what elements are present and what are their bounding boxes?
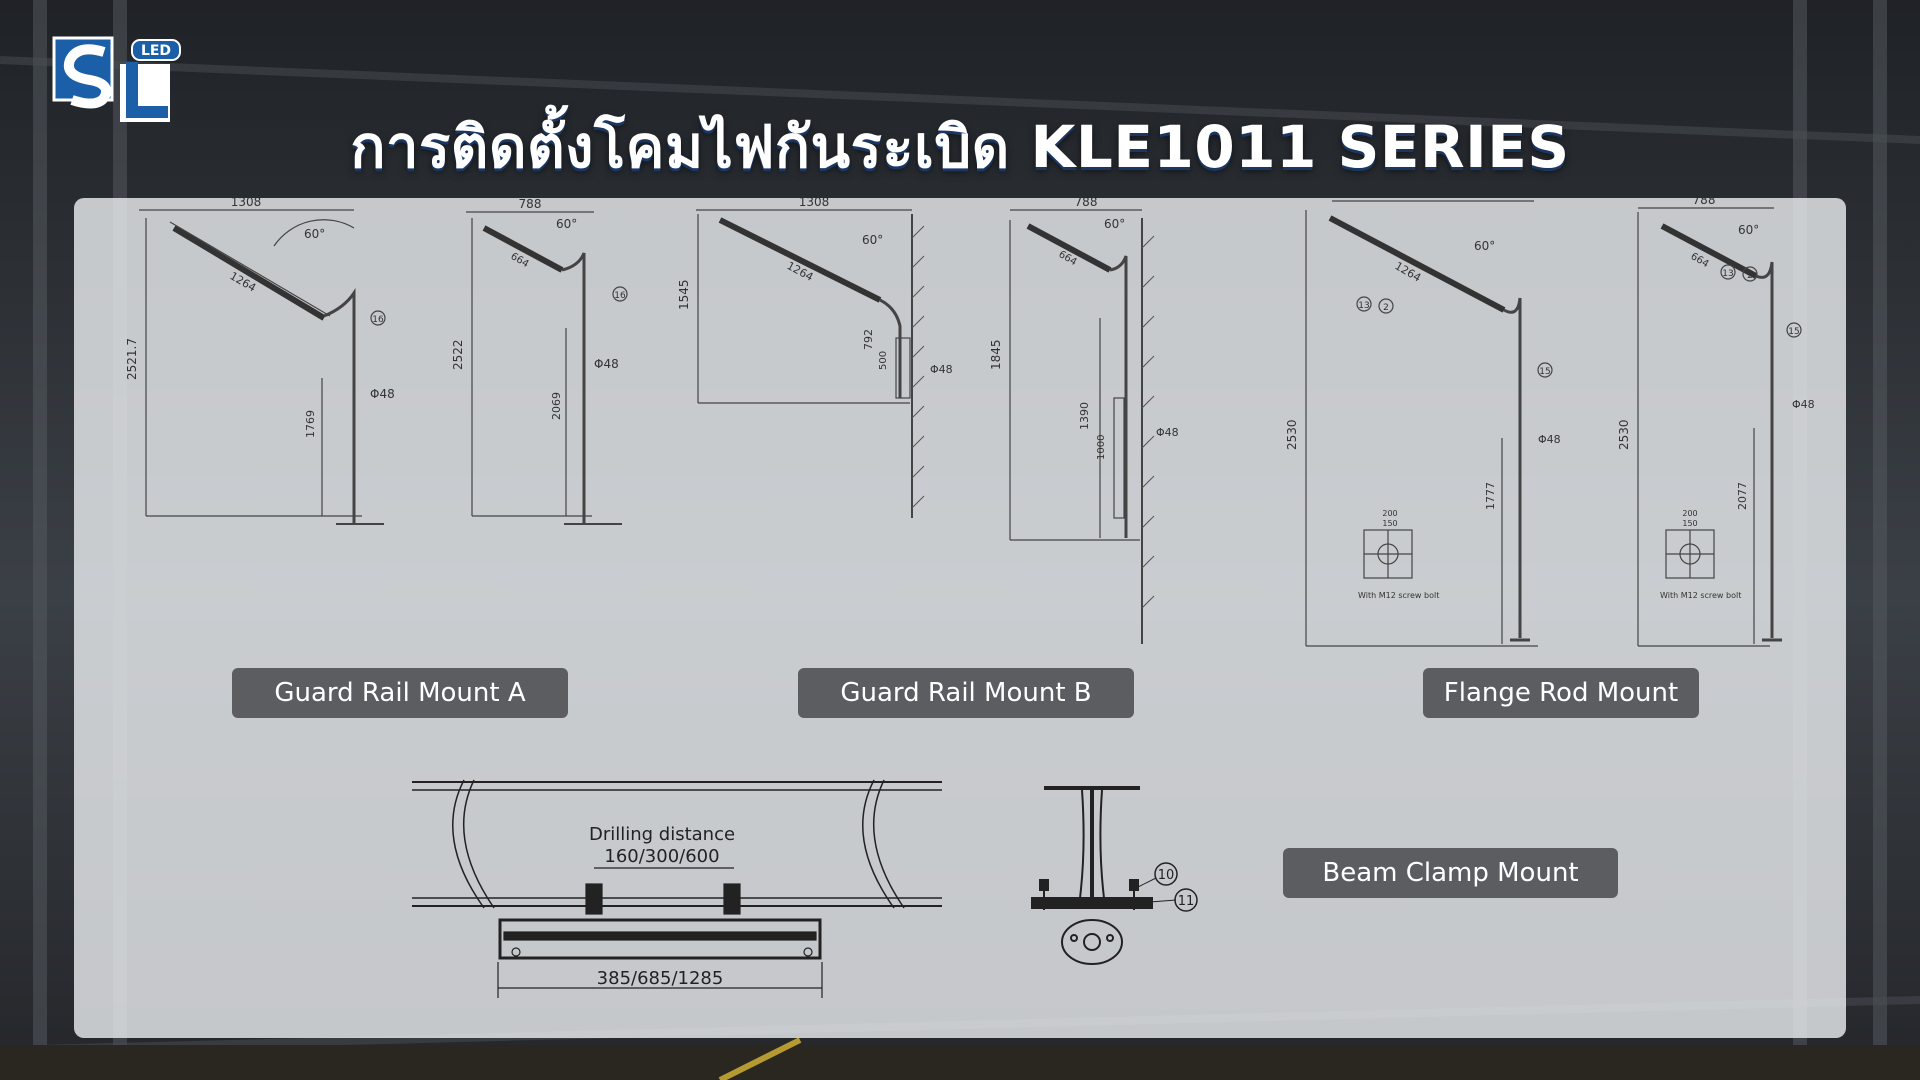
svg-text:200: 200 xyxy=(1682,509,1697,518)
page-title: การติดตั้งโคมไฟกันระเบิด KLE1011 SERIES xyxy=(350,113,1570,181)
svg-text:200: 200 xyxy=(1382,509,1397,518)
label-guard-rail-mount-b: Guard Rail Mount B xyxy=(798,668,1134,718)
svg-text:2069: 2069 xyxy=(550,392,563,420)
svg-text:16: 16 xyxy=(372,315,384,325)
svg-text:10: 10 xyxy=(1158,868,1175,883)
svg-text:60°: 60° xyxy=(304,227,325,241)
svg-text:Φ48: Φ48 xyxy=(1156,426,1179,439)
drawing-flange-rod-short: 788 2530 664 60° Φ48 2077 15 13 2 200 15… xyxy=(1617,198,1815,647)
svg-text:Φ48: Φ48 xyxy=(1538,433,1561,446)
drawing-guard-rail-a: 1308 2521.7 1264 60° 1769 Φ48 16 xyxy=(125,198,395,525)
svg-text:500: 500 xyxy=(878,351,889,370)
svg-text:15: 15 xyxy=(1788,327,1799,337)
drawing-guard-rail-b: 1308 1545 1264 60° 792 500 Φ48 xyxy=(677,198,953,518)
svg-text:150: 150 xyxy=(1382,519,1397,528)
label-beam-clamp-mount: Beam Clamp Mount xyxy=(1283,848,1618,898)
svg-text:1308: 1308 xyxy=(1419,198,1450,200)
svg-text:16: 16 xyxy=(614,291,626,301)
drawing-flange-rod: 1308 2530 1264 60° Φ48 1777 15 13 2 200 … xyxy=(1285,198,1561,647)
svg-text:1308: 1308 xyxy=(231,198,262,209)
svg-text:2530: 2530 xyxy=(1617,419,1631,450)
svg-text:60°: 60° xyxy=(1104,217,1125,231)
svg-text:2521.7: 2521.7 xyxy=(125,338,139,380)
svg-text:60°: 60° xyxy=(556,217,577,231)
sl-led-logo: LED xyxy=(52,36,181,122)
svg-text:60°: 60° xyxy=(1738,223,1759,237)
svg-text:1777: 1777 xyxy=(1484,482,1497,510)
svg-text:60°: 60° xyxy=(862,233,883,247)
svg-text:788: 788 xyxy=(1075,198,1098,209)
label-guard-rail-mount-a: Guard Rail Mount A xyxy=(232,668,568,718)
svg-text:2522: 2522 xyxy=(451,339,465,370)
svg-text:15: 15 xyxy=(1539,367,1550,377)
svg-text:1390: 1390 xyxy=(1078,402,1091,430)
svg-text:Φ48: Φ48 xyxy=(594,357,619,371)
svg-text:Φ48: Φ48 xyxy=(1792,398,1815,411)
logo-led-text: LED xyxy=(141,43,171,59)
svg-text:792: 792 xyxy=(862,329,875,350)
svg-text:2530: 2530 xyxy=(1285,419,1299,450)
svg-text:2: 2 xyxy=(1747,271,1753,281)
svg-text:With M12 screw bolt: With M12 screw bolt xyxy=(1358,591,1439,600)
svg-text:2: 2 xyxy=(1383,303,1389,313)
drilling-title: Drilling distance xyxy=(589,824,735,845)
svg-text:788: 788 xyxy=(519,198,542,211)
label-flange-rod-mount: Flange Rod Mount xyxy=(1423,668,1699,718)
mounting-drawings: 1308 2521.7 1264 60° 1769 Φ48 16 788 252… xyxy=(125,198,1815,998)
svg-text:13: 13 xyxy=(1358,301,1369,311)
svg-text:150: 150 xyxy=(1682,519,1697,528)
svg-text:13: 13 xyxy=(1722,269,1733,279)
svg-text:1545: 1545 xyxy=(677,279,691,310)
svg-text:664: 664 xyxy=(1689,251,1711,270)
svg-text:1845: 1845 xyxy=(989,339,1003,370)
drawing-guard-rail-b-short: 788 1845 664 60° 1390 1000 Φ48 xyxy=(989,198,1179,644)
svg-text:2077: 2077 xyxy=(1736,482,1749,510)
svg-text:Φ48: Φ48 xyxy=(370,387,395,401)
content-panel xyxy=(74,198,1846,1038)
svg-text:60°: 60° xyxy=(1474,239,1495,253)
drawing-drilling: Drilling distance 160/300/600 385/685/12… xyxy=(412,779,942,998)
drilling-length: 385/685/1285 xyxy=(597,968,724,989)
svg-text:1000: 1000 xyxy=(1096,435,1107,460)
svg-text:Φ48: Φ48 xyxy=(930,363,953,376)
svg-text:With M12 screw bolt: With M12 screw bolt xyxy=(1660,591,1741,600)
drilling-values: 160/300/600 xyxy=(604,846,719,867)
drawing-guard-rail-a-short: 788 2522 664 60° 2069 Φ48 16 xyxy=(451,198,628,525)
svg-text:11: 11 xyxy=(1178,894,1195,909)
svg-text:788: 788 xyxy=(1693,198,1716,207)
svg-text:1769: 1769 xyxy=(304,410,317,438)
drawing-beam-clamp: 10 11 xyxy=(1031,786,1198,965)
svg-text:1308: 1308 xyxy=(799,198,830,209)
